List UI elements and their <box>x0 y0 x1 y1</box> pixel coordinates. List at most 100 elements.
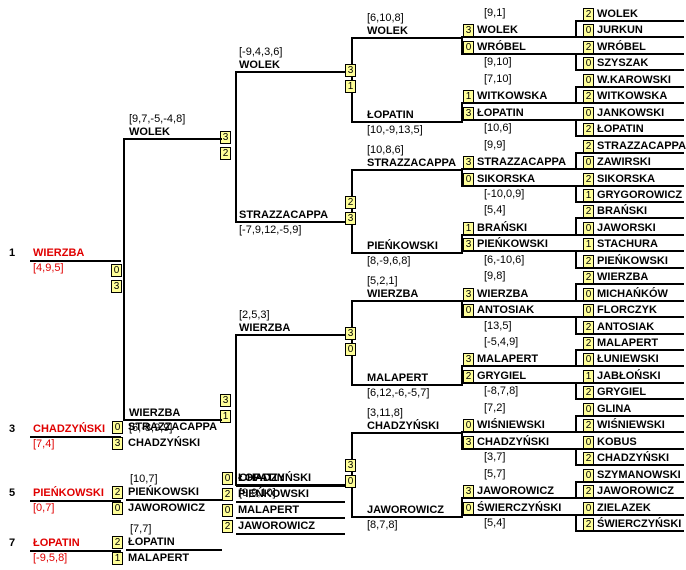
fifth-final-score: 0 <box>222 504 233 517</box>
r1-player-name: SZYMANOWSKI <box>597 469 681 481</box>
r4-score: 3 <box>220 131 231 144</box>
r4-line <box>235 71 345 73</box>
r1-match-score: [6,-10,6] <box>484 254 525 266</box>
r4-winner-scores: [6,-8,9,9] <box>129 422 173 434</box>
r2-connector <box>461 234 463 252</box>
r1-line <box>575 168 684 170</box>
r2-line <box>461 300 577 302</box>
r1-line <box>575 530 684 532</box>
r2-player-name: WIŚNIEWSKI <box>477 419 545 431</box>
place-name: ŁOPATIN <box>33 537 80 549</box>
r2-winner-scores: [8,-9,6,8] <box>367 255 411 267</box>
r3-line <box>351 37 463 39</box>
r2-winner-name: JAWOROWICZ <box>367 504 444 516</box>
fifth-final-player: ŁOPATIN <box>238 472 285 484</box>
r1-player-name: BRAŃSKI <box>597 205 648 217</box>
fifth-semi-player: MALAPERT <box>128 552 190 564</box>
r1-player-name: ŁOPATIN <box>597 123 644 135</box>
fifth-semi-scores: [7,7] <box>130 523 152 535</box>
r1-player-name: MICHAŃKÓW <box>597 288 668 300</box>
r3-score: 3 <box>345 212 356 225</box>
fifth-final-score: 2 <box>222 488 233 501</box>
fifth-final-line <box>236 533 345 535</box>
r1-line <box>575 234 684 236</box>
r1-line <box>575 514 684 516</box>
r4-score: 2 <box>220 147 231 160</box>
r1-player-name: ZAWIRSKI <box>597 156 651 168</box>
r1-player-name: KOBUS <box>597 436 637 448</box>
r1-player-name: STACHURA <box>597 238 658 250</box>
final-score: 3 <box>111 280 122 293</box>
r1-player-name: GRYGOROWICZ <box>597 189 683 201</box>
r1-player-name: ZIELAZEK <box>597 502 651 514</box>
r1-line <box>575 135 684 137</box>
fifth-semi-score: 2 <box>112 486 123 499</box>
r1-connector <box>575 152 577 170</box>
r1-match-score: [9,8] <box>484 270 506 282</box>
r1-connector <box>575 250 577 269</box>
r3-score: 2 <box>345 196 356 209</box>
r1-match-score: [5,7] <box>484 468 506 480</box>
r1-player-name: GLINA <box>597 403 632 415</box>
r2-line <box>461 382 577 384</box>
r1-match-score: [7,10] <box>484 73 512 85</box>
r1-match-score: [9,10] <box>484 56 512 68</box>
r3-score: 1 <box>345 80 356 93</box>
r1-line <box>575 481 684 483</box>
r2-connector <box>461 497 463 516</box>
place-scores: [4,9,5] <box>33 262 64 274</box>
r2-line <box>461 36 577 38</box>
place-scores: [-9,5,8] <box>33 552 68 564</box>
r1-player-name: JABŁOŃSKI <box>597 370 661 382</box>
r2-player-name: WOLEK <box>477 24 518 36</box>
r2-player-name: BRAŃSKI <box>477 222 528 234</box>
r1-player-name: FLORCZYK <box>597 304 657 316</box>
r3-winner-scores: [2,5,3] <box>239 309 270 321</box>
fifth-final-score: 0 <box>222 472 233 485</box>
r2-winner-scores: [10,-9,13,5] <box>367 124 423 136</box>
place-name: PIEŃKOWSKI <box>33 487 104 499</box>
r3-winner-name: WIERZBA <box>239 322 291 334</box>
r1-match-score: [9,1] <box>484 7 506 19</box>
r5-line <box>123 419 222 421</box>
r1-player-name: JURKUN <box>597 24 643 36</box>
r1-player-name: STRAZZACAPPA <box>597 140 686 152</box>
fifth-semi-score: 1 <box>112 552 123 565</box>
r2-player-name: ANTOSIAK <box>477 304 535 316</box>
r1-match-score: [-8,7,8] <box>484 385 519 397</box>
third-score: 3 <box>112 437 123 450</box>
r2-line <box>461 448 577 450</box>
r1-connector <box>575 20 577 38</box>
r2-winner-name: MALAPERT <box>367 372 429 384</box>
r1-match-score: [13,5] <box>484 320 512 332</box>
r4-winner-name: WOLEK <box>129 126 170 138</box>
r1-line <box>575 431 684 433</box>
r3-winner-name: WOLEK <box>239 59 280 71</box>
r2-line <box>461 102 577 104</box>
r4-score: 1 <box>220 410 231 423</box>
fifth-line <box>126 549 222 551</box>
r1-player-name: WIŚNIEWSKI <box>597 419 665 431</box>
r1-connector <box>575 217 577 236</box>
r3-score: 3 <box>345 459 356 472</box>
r1-line <box>575 185 684 187</box>
place-scores: [0,7] <box>33 502 55 514</box>
r1-player-name: CHADZYŃSKI <box>597 452 670 464</box>
r2-winner-name: WOLEK <box>367 25 408 37</box>
r1-player-name: PIEŃKOWSKI <box>597 255 668 267</box>
r1-connector <box>575 448 577 466</box>
r1-line <box>575 36 684 38</box>
r2-winner-scores: [10,8,6] <box>367 144 404 156</box>
r1-match-score: [7,2] <box>484 402 506 414</box>
r2-winner-name: ŁOPATIN <box>367 109 414 121</box>
r1-connector <box>575 514 577 532</box>
r3-line <box>351 384 463 386</box>
r2-winner-name: STRAZZACAPPA <box>367 157 457 169</box>
r1-connector <box>575 382 577 400</box>
fifth-semi-score: 0 <box>112 502 123 515</box>
third-player-name: STRAZZACAPPA <box>128 421 218 433</box>
r1-line <box>575 497 684 499</box>
r4-score: 3 <box>220 394 231 407</box>
r2-line <box>461 119 577 121</box>
